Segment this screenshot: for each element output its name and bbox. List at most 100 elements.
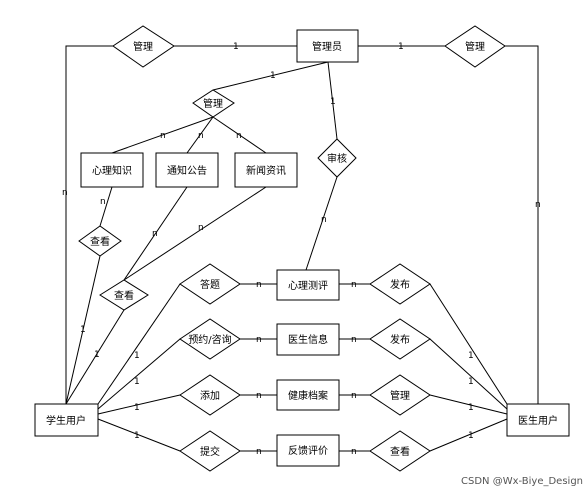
card-doctorinfo-publish: n [351,335,357,345]
relation-manage-record-label: 管理 [390,389,410,402]
line-manage-content-notice [186,116,214,154]
card-content-knowledge: n [160,131,166,141]
card-content-notice: n [198,131,204,141]
card-student-left: n [62,188,68,198]
watermark: CSDN @Wx-Biye_Design [461,476,583,487]
line-review-psytest [305,176,338,271]
card-admin-left: 1 [233,42,239,52]
relation-manage-record: 管理 [369,374,431,416]
card-student-answer: 1 [134,351,140,361]
relation-manage-right-label: 管理 [465,40,485,53]
entity-psy-knowledge-label: 心理知识 [92,164,132,177]
line-manage-right-doctor [505,45,539,404]
card-view-doctor: 1 [468,431,474,441]
card-admin-review: 1 [330,97,336,107]
card-view-student-2: 1 [94,350,100,360]
connector-lines [65,45,539,452]
entity-notice: 通知公告 [155,152,219,188]
entity-news: 新闻资讯 [234,152,298,188]
entity-health-record-label: 健康档案 [288,389,328,402]
line-student-answer [97,283,181,405]
card-publish-doctor-1: 1 [468,351,474,361]
line-manage-content-knowledge [111,116,214,154]
card-view-student-1: 1 [80,325,86,335]
relation-submit-label: 提交 [200,445,220,458]
relation-answer-label: 答题 [200,278,220,291]
entity-feedback-label: 反馈评价 [288,444,328,457]
card-admin-right: 1 [398,42,404,52]
line-student-appointment [97,338,181,410]
relation-appointment: 预约/咨询 [179,318,241,360]
entity-doctor-label: 医生用户 [518,414,558,427]
entity-doctor-info-label: 医生信息 [288,333,328,346]
entity-admin: 管理员 [296,29,359,63]
relation-manage-content: 管理 [192,89,235,118]
relation-appointment-label: 预约/咨询 [188,333,231,346]
relation-publish-info-label: 发布 [390,333,410,346]
entity-news-label: 新闻资讯 [246,164,286,177]
relation-add: 添加 [179,374,241,416]
relation-view-feedback-label: 查看 [390,445,410,458]
line-manage-left-student [65,45,113,404]
relation-answer: 答题 [179,263,241,305]
relation-view-notice-label: 查看 [114,289,134,302]
relation-view-notice: 查看 [99,279,149,311]
card-knowledge-view: n [100,197,106,207]
card-manage-doctor: 1 [468,403,474,413]
entity-psy-knowledge: 心理知识 [80,152,144,188]
card-student-add: 1 [134,403,140,413]
line-manage-doctor [429,394,508,415]
entity-doctor: 医生用户 [506,403,570,437]
relation-view-feedback: 查看 [369,430,431,472]
card-content-news: n [236,131,242,141]
relation-review: 审核 [317,138,357,178]
entity-notice-label: 通知公告 [167,164,207,177]
entity-admin-label: 管理员 [312,40,342,53]
card-record-manage: n [351,391,357,401]
card-doctor-right: n [535,200,541,210]
cardinality-labels: 1 n 1 n 1 n n n 1 n n 1 n n 1 1 1 1 1 n … [62,42,541,457]
card-student-submit: 1 [134,431,140,441]
relation-submit: 提交 [179,430,241,472]
line-publish-doctor-2 [429,338,508,410]
entity-student-label: 学生用户 [46,414,86,427]
entity-psy-test: 心理测评 [276,269,340,301]
line-knowledge-view [99,186,113,227]
line-student-submit [97,418,181,452]
relation-manage-left-label: 管理 [133,40,153,53]
relation-view-knowledge-label: 查看 [90,235,110,248]
entity-feedback: 反馈评价 [276,434,340,467]
line-view-student-2 [65,309,125,405]
card-publish-doctor-2: 1 [468,377,474,387]
line-admin-manage-content [212,61,329,91]
line-admin-review [327,61,338,140]
relation-manage-left: 管理 [112,25,175,68]
card-answer-psytest: n [256,280,262,290]
card-submit-feedback: n [256,447,262,457]
entity-psy-test-label: 心理测评 [288,279,328,292]
card-psytest-publish: n [351,280,357,290]
entity-student: 学生用户 [34,403,99,437]
relation-view-knowledge: 查看 [78,225,122,257]
line-view-student-1 [65,255,101,405]
relation-manage-right: 管理 [444,25,506,68]
entity-doctor-info: 医生信息 [276,323,340,356]
line-news-view [123,186,267,281]
relation-review-label: 审核 [327,152,347,165]
relation-add-label: 添加 [200,389,220,402]
card-notice-view: n [152,229,158,239]
relation-publish-test: 发布 [369,263,431,305]
entity-health-record: 健康档案 [276,379,340,411]
relation-publish-test-label: 发布 [390,278,410,291]
line-notice-view [123,186,188,281]
card-add-record: n [256,391,262,401]
line-student-add [97,394,181,415]
relation-publish-info: 发布 [369,318,431,360]
line-manage-content-news [212,116,267,154]
card-news-view: n [198,223,204,233]
line-view-doctor [429,418,508,452]
card-student-appointment: 1 [134,377,140,387]
line-publish-doctor-1 [429,283,508,405]
relation-manage-content-label: 管理 [203,97,223,110]
